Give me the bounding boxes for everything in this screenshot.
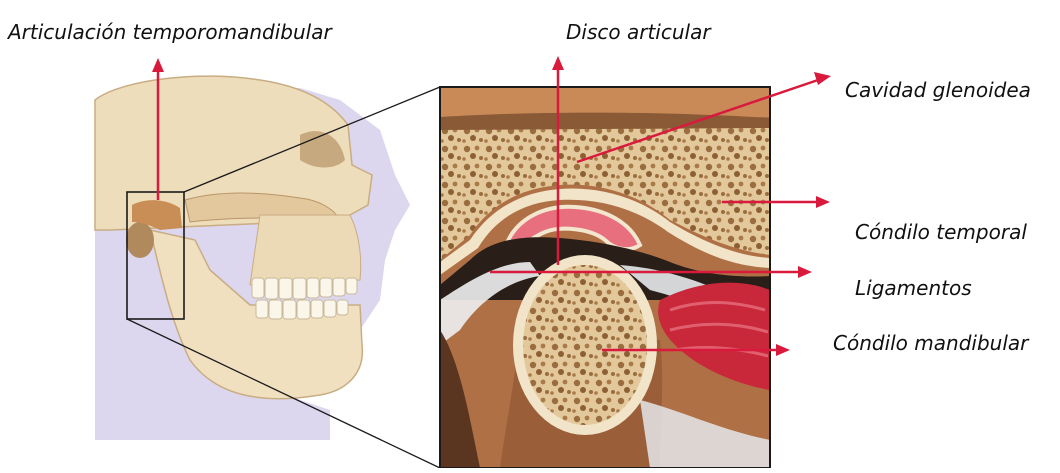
label-temporal-condyle: Cóndilo temporal [855, 222, 1027, 242]
mandibular-condyle [523, 265, 647, 425]
label-ligaments: Ligamentos [855, 278, 972, 298]
ear-canal [126, 222, 154, 258]
label-tmj: Articulación temporomandibular [8, 22, 332, 42]
label-glenoid-cavity: Cavidad glenoidea [845, 80, 1031, 100]
tmj-inset [440, 87, 770, 468]
label-articular-disc: Disco articular [566, 22, 711, 42]
maxilla [250, 215, 361, 285]
label-mandibular-condyle: Cóndilo mandibular [833, 333, 1028, 353]
upper-teeth [252, 278, 357, 299]
lower-teeth [256, 300, 348, 319]
